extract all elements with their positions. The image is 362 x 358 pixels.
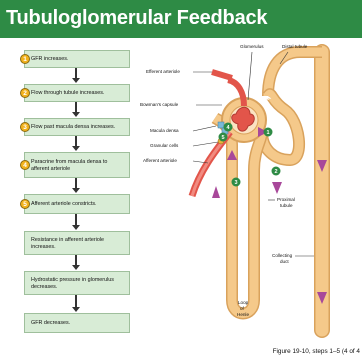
diagram-marker-text: 3	[234, 180, 237, 186]
label-macula-densa: Macula densa	[150, 128, 179, 133]
label-distal-tubule: Distal tubule	[282, 44, 307, 49]
label-proximal-tubule-2: tubule	[280, 203, 293, 208]
flow-arrow-icon	[272, 182, 282, 194]
diagram-marker-1: 1	[264, 128, 273, 137]
label-collecting-duct: Collecting	[272, 253, 292, 258]
label-collecting-duct-2: duct	[280, 259, 289, 264]
label-bowmans-capsule: Bowman's capsule	[140, 102, 178, 107]
diagram-marker-text: 1	[266, 130, 269, 136]
diagram-marker-text: 5	[221, 135, 224, 141]
label-efferent-arteriole: Efferent arteriole	[146, 69, 180, 74]
label-granular-cells: Granular cells	[150, 143, 178, 148]
label-loop-of-henle-3: Henle	[237, 312, 249, 317]
label-afferent-arteriole: Afferent arteriole	[143, 158, 177, 163]
label-proximal-tubule: Proximal	[277, 197, 295, 202]
diagram-marker-text: 2	[274, 169, 277, 175]
label-glomerulus: Glomerulus	[240, 44, 264, 49]
figure-caption: Figure 19-10, steps 1–5 (4 of 4	[273, 348, 360, 355]
flow-arrow-icon	[212, 186, 220, 198]
diagram-marker-3: 3	[232, 178, 241, 187]
diagram-marker-2: 2	[272, 167, 281, 176]
label-loop-of-henle: Loop	[238, 300, 248, 305]
diagram-marker-4: 4	[224, 123, 233, 132]
label-loop-of-henle-2: of	[240, 306, 244, 311]
diagram-marker-5: 5	[219, 133, 228, 142]
